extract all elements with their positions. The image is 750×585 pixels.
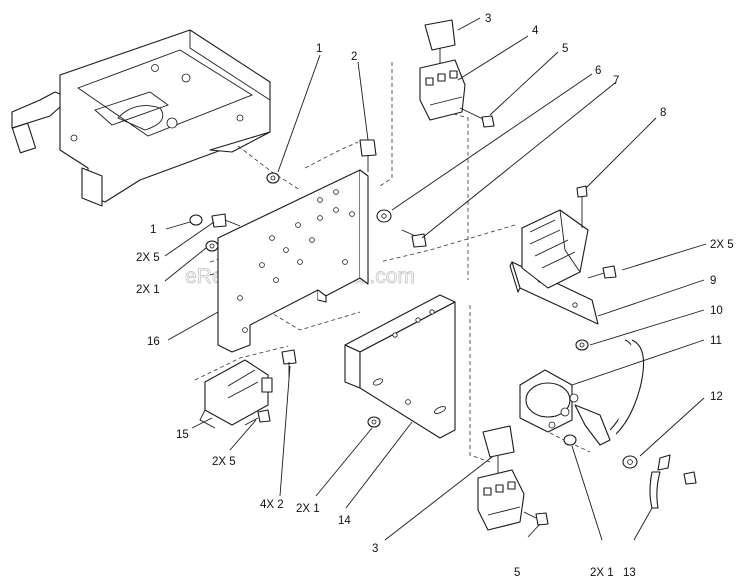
bolt-top xyxy=(459,107,495,128)
callout-1-left: 1 xyxy=(150,224,156,236)
callout-9: 9 xyxy=(710,275,716,287)
callout-2x1-lower: 2X 1 xyxy=(296,503,320,515)
callout-2x1-right: 2X 1 xyxy=(590,567,614,579)
callout-3-top: 3 xyxy=(485,13,491,25)
callout-13: 13 xyxy=(623,567,636,579)
relay-top xyxy=(419,19,466,121)
callout-1-top: 1 xyxy=(316,43,322,55)
callout-16: 16 xyxy=(147,336,160,348)
callout-3-bottom: 3 xyxy=(372,543,378,555)
callout-4x2: 4X 2 xyxy=(260,499,284,511)
callout-8: 8 xyxy=(660,107,666,119)
callout-6: 6 xyxy=(595,65,601,77)
callout-5-top: 5 xyxy=(562,43,568,55)
callout-2x1-left: 2X 1 xyxy=(136,284,160,296)
l-bracket xyxy=(344,294,456,439)
hardware-upper xyxy=(189,139,427,252)
callout-4: 4 xyxy=(532,25,539,37)
callout-15: 15 xyxy=(176,429,189,441)
mounting-plate xyxy=(217,169,369,353)
callout-11: 11 xyxy=(710,335,722,347)
callout-2x5-lower: 2X 5 xyxy=(212,456,236,468)
callout-2x5-left: 2X 5 xyxy=(136,252,160,264)
leader-lines xyxy=(164,17,707,541)
chassis-frame xyxy=(11,29,271,207)
callout-12: 12 xyxy=(710,391,723,403)
relay-bottom xyxy=(477,425,549,531)
callout-7: 7 xyxy=(613,75,619,87)
callout-labels: 1 2 3 4 5 6 7 8 2X 5 9 10 11 12 1 2X 5 2… xyxy=(136,13,734,579)
relay-left xyxy=(199,349,297,429)
callout-2: 2 xyxy=(351,51,357,63)
starter-solenoid xyxy=(519,339,697,509)
callout-2x5-right: 2X 5 xyxy=(710,239,734,251)
callout-5-bottom: 5 xyxy=(514,567,520,579)
hardware-lower xyxy=(367,416,381,428)
callout-14: 14 xyxy=(338,515,351,527)
callout-10: 10 xyxy=(710,305,723,317)
fuse-block xyxy=(521,185,617,351)
